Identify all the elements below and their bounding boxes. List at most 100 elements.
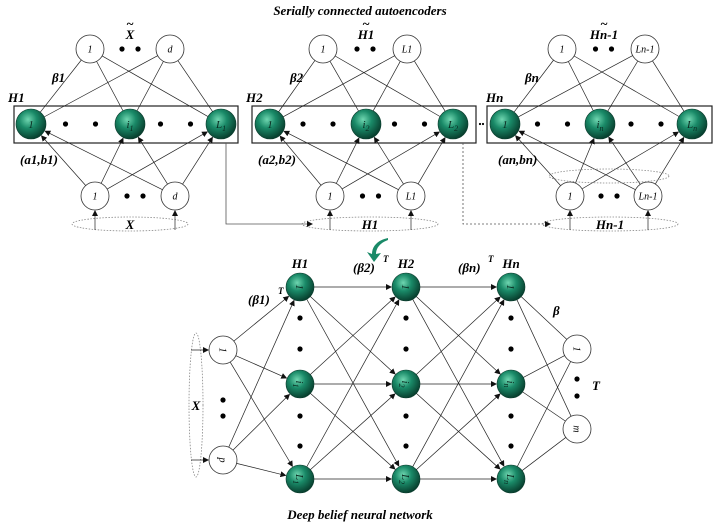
ellipsis-dot [297, 315, 303, 321]
dbn-input-node: 1 [208, 335, 238, 365]
ellipsis-dot [220, 397, 226, 403]
hidden-node: i1 [114, 108, 146, 140]
bias-label: (an,bn) [498, 152, 537, 167]
hidden-node: in [584, 108, 616, 140]
dbn-edge [233, 295, 290, 342]
hidden-node-circle [285, 272, 315, 302]
svg-text:1: 1 [217, 348, 228, 353]
node-label: 1 [399, 284, 411, 290]
hidden-node-circle [114, 108, 146, 140]
input-node: L1 [396, 181, 426, 211]
ellipsis-dot [157, 121, 164, 127]
ellipsis-dot [614, 193, 620, 199]
hidden-layer-label: H2 [245, 90, 263, 105]
node-label: L1 [401, 45, 413, 56]
dbn-hidden-node: in [496, 369, 526, 399]
dbn-output-edge [520, 296, 568, 340]
ellipsis-dot [508, 413, 514, 419]
svg-text:1: 1 [267, 119, 273, 131]
input-node: 1 [315, 181, 345, 211]
ellipsis-dot [119, 46, 125, 52]
encoder-edge [100, 137, 124, 184]
ellipsis-dot [564, 121, 571, 127]
ellipsis-dot [135, 46, 141, 52]
reconstruction-label: Hn-1 [589, 27, 618, 42]
dbn-hidden-node: 1 [285, 272, 315, 302]
ellipsis-dot [330, 121, 336, 127]
decoder-edge [573, 55, 680, 117]
ellipsis-dot [658, 121, 664, 127]
autoencoder-connectors [225, 122, 551, 227]
svg-text:L1: L1 [291, 473, 305, 484]
dbn-hidden-node: i2 [391, 369, 421, 399]
ellipsis-dot [220, 413, 226, 419]
dbn-edge [416, 393, 501, 470]
ellipsis-dot [598, 193, 604, 199]
connector-h1 [225, 143, 313, 227]
dbn-edge [228, 299, 295, 448]
decoder-edge [568, 61, 594, 111]
svg-text:1: 1 [88, 45, 93, 56]
dbn-hidden-node: Ln [496, 464, 526, 494]
dbn-edge [232, 393, 291, 451]
node-label: L2 [447, 119, 458, 133]
node-label: Ln [686, 119, 697, 133]
ellipsis-dot [403, 346, 409, 352]
svg-text:Ln-1: Ln-1 [635, 45, 655, 56]
dbn-input-ellipse [188, 332, 204, 478]
svg-text:i2: i2 [362, 119, 369, 133]
decoder-edge [607, 60, 639, 112]
ellipsis-dot [421, 121, 428, 127]
input-node-circle [75, 34, 105, 64]
decoder-edge [101, 55, 209, 117]
ellipsis-dot [370, 46, 376, 52]
transpose-superscript: T [488, 254, 494, 264]
encoder-edge [581, 131, 680, 190]
hidden-node-circle [285, 464, 315, 494]
dbn-edge [416, 296, 501, 375]
node-label: 1 [93, 192, 98, 203]
node-label: i2 [397, 380, 411, 387]
input-node-circle [155, 34, 185, 64]
svg-text:1: 1 [568, 192, 573, 203]
reconstruction-label: H1 [357, 27, 375, 42]
svg-text:L2: L2 [397, 473, 411, 484]
dbn-layer-label: Hn [501, 256, 519, 271]
node-label: 1 [88, 45, 93, 56]
hidden-node: 1 [254, 108, 286, 140]
input-label: H1 [361, 217, 379, 232]
ellipsis-dot [297, 346, 303, 352]
svg-text:1: 1 [571, 347, 582, 352]
dbn-layer-label: H1 [291, 256, 309, 271]
reconstruction-label: X [125, 27, 135, 42]
node-label: in [502, 380, 516, 387]
ellipsis-dot [403, 443, 409, 449]
encoder-edge [515, 135, 561, 186]
decoder-edge [282, 55, 395, 118]
curved-arrow-icon [367, 238, 388, 262]
ellipsis-dot [628, 121, 634, 127]
decoder-edge [414, 60, 446, 112]
encoder-edge [106, 131, 208, 190]
dbn-weight-label: (β2) [353, 260, 375, 275]
dbn-edge [236, 463, 287, 478]
node-label: 1 [293, 284, 305, 290]
svg-text:d: d [168, 45, 174, 56]
node-label: d [168, 45, 174, 56]
hidden-layer-label: Hn [485, 90, 503, 105]
dbn-output-node: 1 [562, 334, 592, 364]
node-label: 1 [571, 347, 582, 352]
ellipsis-dot [300, 121, 306, 127]
decoder-edge [329, 60, 359, 112]
dbn-edge [310, 296, 396, 375]
input-node: d [160, 181, 190, 211]
transpose-superscript: T [278, 286, 284, 296]
dbn-edge [412, 299, 505, 467]
node-label: 1 [328, 192, 333, 203]
dbn-input-node: p [208, 445, 238, 475]
svg-text:d: d [173, 192, 179, 203]
svg-text:1: 1 [504, 284, 516, 290]
node-label: 1 [217, 348, 228, 353]
encoder-edge [373, 136, 404, 185]
